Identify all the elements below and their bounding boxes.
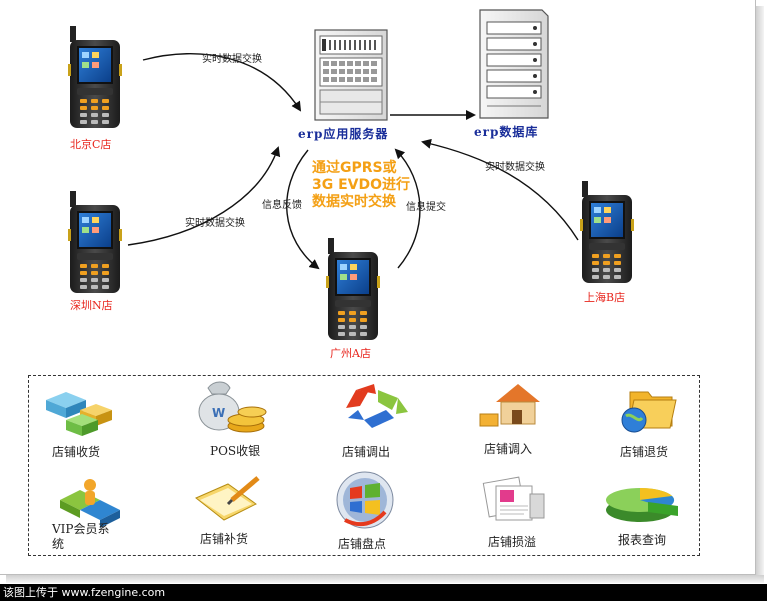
arrow-beijing-to-server	[142, 53, 302, 112]
pie-chart-icon	[606, 488, 678, 522]
module-label: 报表查询	[618, 533, 667, 547]
frame-shadow-right	[756, 6, 764, 576]
boxes-icon	[46, 392, 112, 436]
database-server-icon	[479, 9, 549, 119]
database-label: erp数据库	[474, 125, 539, 139]
store-label-beijing: 北京C店	[70, 138, 112, 151]
flow-label-feedback: 信息反馈	[262, 200, 302, 211]
flow-label-realtime-shenzhen: 实时数据交换	[185, 218, 245, 229]
upload-footer: 该图上传于 www.fzengine.com	[0, 584, 767, 601]
module-label: VIP会员系统	[52, 522, 110, 551]
house-icon	[479, 384, 540, 427]
notebook-pencil-icon	[195, 476, 260, 521]
flow-label-submit: 信息提交	[406, 202, 446, 213]
handheld-terminal-icon	[68, 191, 122, 293]
modules-panel	[28, 375, 700, 556]
folder-globe-icon	[621, 391, 677, 433]
frame-shadow-bottom	[6, 575, 764, 583]
handheld-terminal-icon	[326, 238, 380, 340]
module-label: 店铺退货	[620, 445, 669, 459]
flow-label-realtime-beijing: 实时数据交换	[202, 54, 262, 65]
handheld-terminal-icon	[580, 181, 634, 283]
store-label-shanghai: 上海B店	[584, 291, 626, 304]
module-label: 店铺盘点	[338, 537, 387, 551]
store-label-shenzhen: 深圳N店	[70, 299, 113, 312]
module-label: 店铺补货	[200, 532, 249, 546]
module-label: 店铺损溢	[488, 535, 537, 549]
flow-label-realtime-shanghai: 实时数据交换	[485, 162, 545, 173]
svg-text:W: W	[212, 406, 225, 420]
store-label-guangzhou: 广州A店	[330, 347, 371, 360]
windows-logo-icon	[336, 471, 394, 529]
module-label: 店铺调入	[484, 442, 533, 456]
application-server-icon	[314, 29, 388, 121]
documents-icon	[482, 476, 545, 521]
center-caption: 通过GPRS或3G EVDO进行数据实时交换	[312, 160, 411, 210]
arrow-submit	[394, 148, 421, 269]
module-label: 店铺调出	[342, 445, 391, 459]
flow-arrows	[127, 53, 579, 270]
money-bag-icon: W	[198, 381, 267, 433]
arrow-shenzhen-to-server	[127, 146, 281, 246]
handheld-terminal-icon	[68, 26, 122, 128]
arrow-shanghai-to-server	[421, 138, 579, 241]
server-label: erp应用服务器	[298, 127, 389, 141]
module-label: POS收银	[210, 444, 261, 458]
module-label: 店铺收货	[52, 445, 101, 459]
vip-users-icon	[60, 479, 120, 528]
recycle-arrows-icon	[346, 384, 408, 428]
arrow-feedback	[286, 149, 320, 270]
